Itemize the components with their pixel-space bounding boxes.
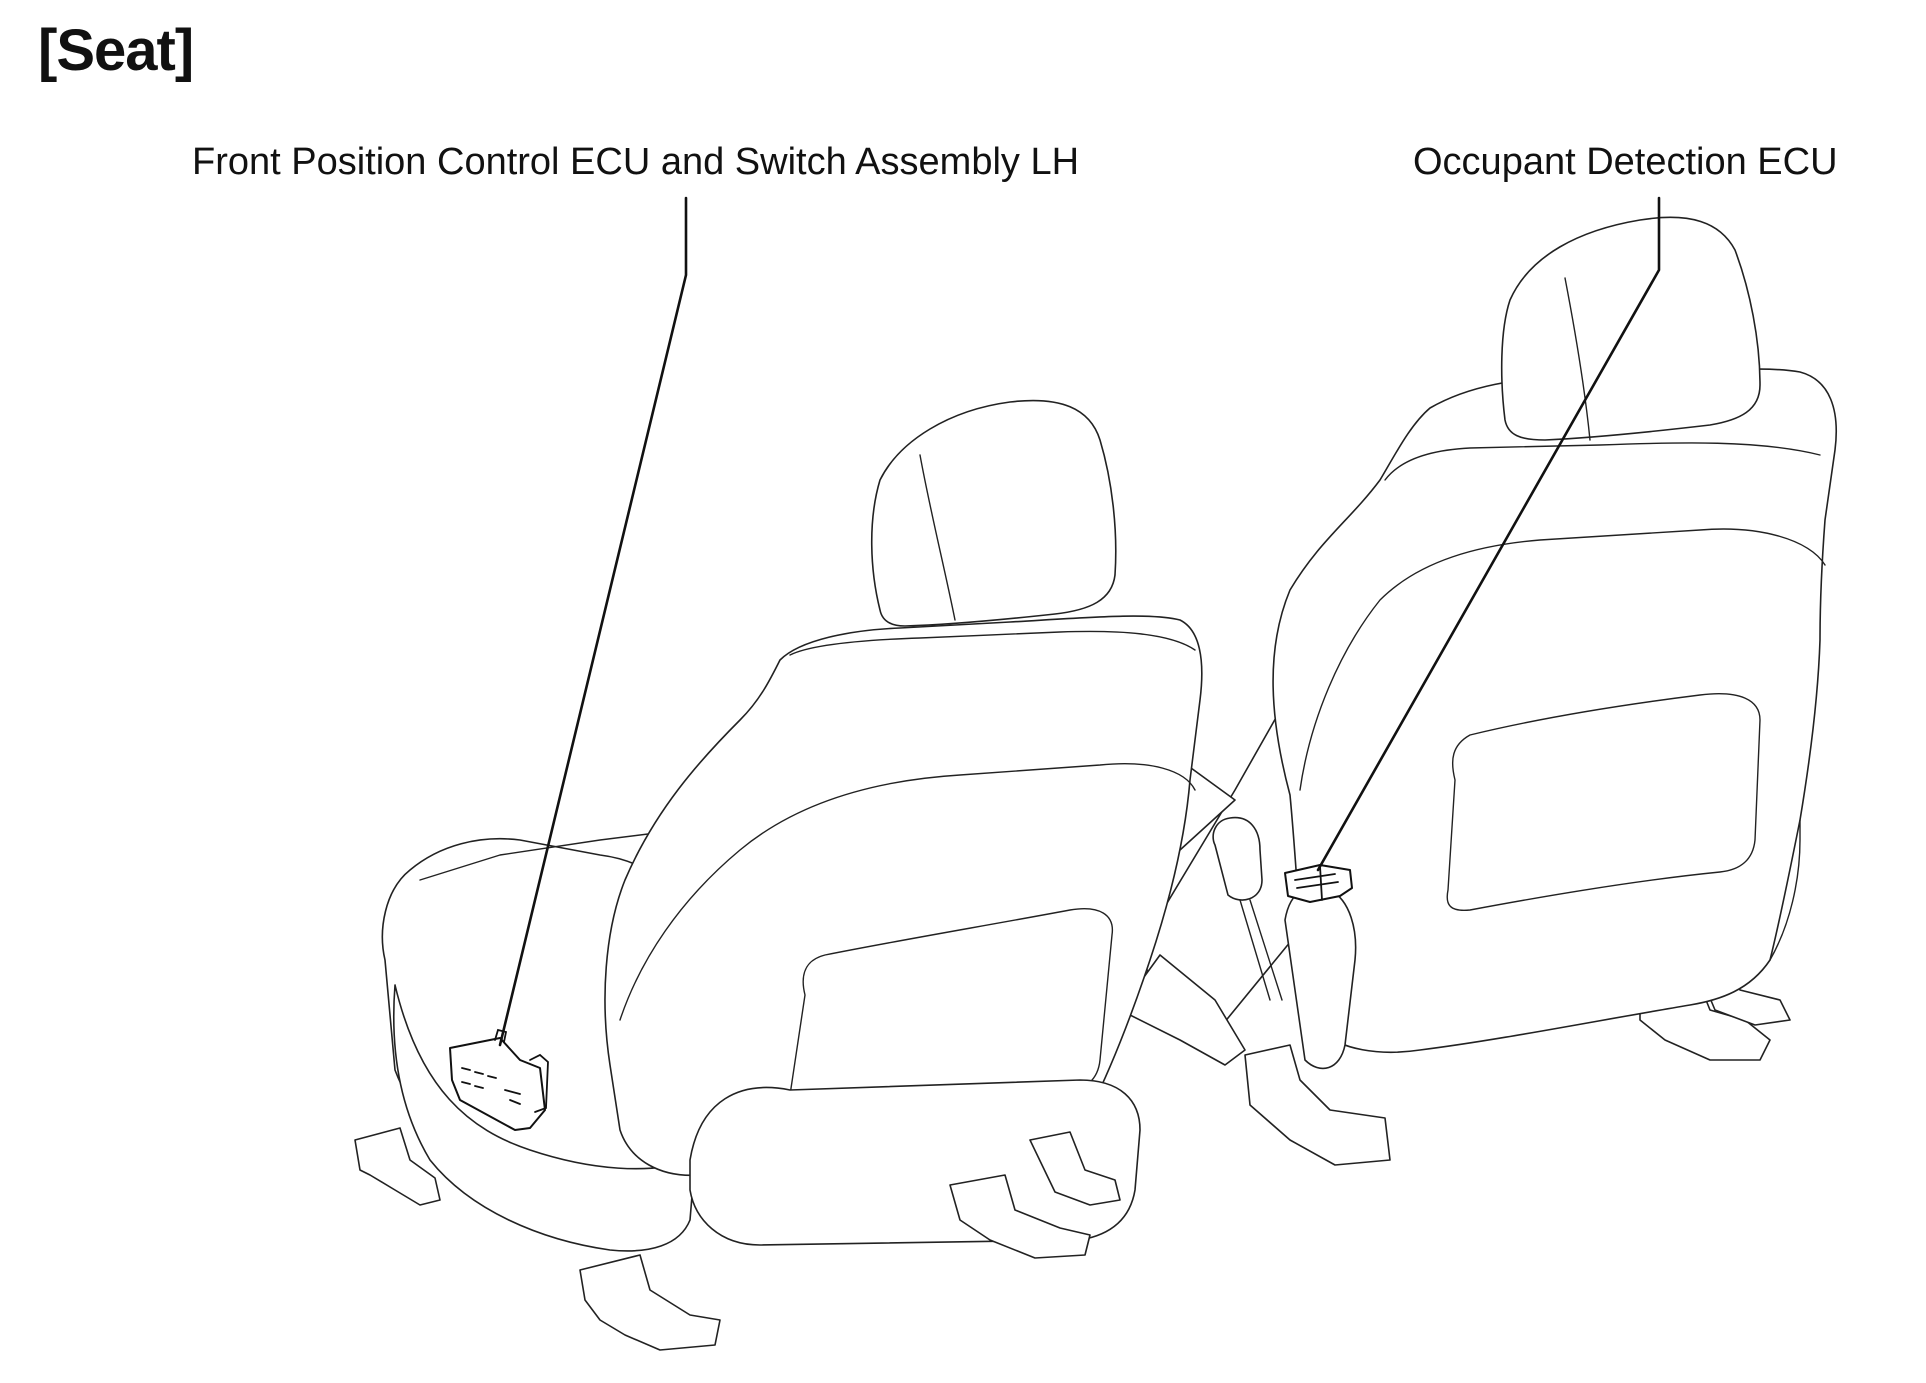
left-seat-illustration xyxy=(354,399,1203,1351)
front-position-control-ecu-component xyxy=(449,1028,549,1131)
left-seat-cushion-side xyxy=(392,984,696,1252)
left-seat-rail-mid xyxy=(949,1174,1091,1259)
left-seat-headrest xyxy=(870,399,1117,627)
right-seat-headrest xyxy=(1500,216,1761,441)
seat-belt-buckle xyxy=(1212,816,1263,901)
callout-label-occupant-detection-ecu: Occupant Detection ECU xyxy=(1413,141,1838,183)
left-seat-rail-front xyxy=(354,1127,441,1206)
left-seat-headrest-seam xyxy=(919,454,956,621)
right-seat-illustration xyxy=(1139,216,1838,1166)
right-seat-backrest xyxy=(1272,368,1838,1053)
front-position-control-ecu-switch xyxy=(494,1028,508,1043)
front-position-control-ecu-connector xyxy=(529,1053,549,1113)
right-seat-headrest-seam xyxy=(1564,277,1591,441)
right-seat-lower-skirt xyxy=(1284,885,1357,1070)
left-seat-lower-shell xyxy=(689,1079,1141,1246)
seat-belt-stalk xyxy=(1239,899,1283,1001)
right-seat-back-pocket xyxy=(1446,693,1761,912)
left-seat-rail-rear xyxy=(579,1254,721,1351)
front-position-control-ecu-slots xyxy=(461,1067,521,1105)
left-seat-backrest-contour-2 xyxy=(789,630,1196,656)
left-seat-backrest-contour xyxy=(619,763,1196,1021)
front-position-control-ecu-body xyxy=(449,1037,546,1131)
right-seat-backrest-contour xyxy=(1299,528,1826,791)
leader-line-occupant-detection-ecu xyxy=(1316,196,1661,872)
callout-label-front-position-control-ecu: Front Position Control ECU and Switch As… xyxy=(192,141,1080,183)
right-seat-rail-front xyxy=(1244,1044,1391,1166)
page-title: [Seat] xyxy=(38,18,194,83)
right-seat-side-panel xyxy=(1769,819,1801,961)
leader-line-front-position-control-ecu xyxy=(498,196,688,1047)
occupant-detection-ecu-component xyxy=(1284,864,1353,903)
center-floor-panel xyxy=(1119,954,1246,1066)
right-seat-backrest-contour-2 xyxy=(1384,442,1821,481)
left-seat-rail-bracket xyxy=(1029,1131,1121,1206)
occupant-detection-ecu-ribs xyxy=(1294,865,1339,901)
